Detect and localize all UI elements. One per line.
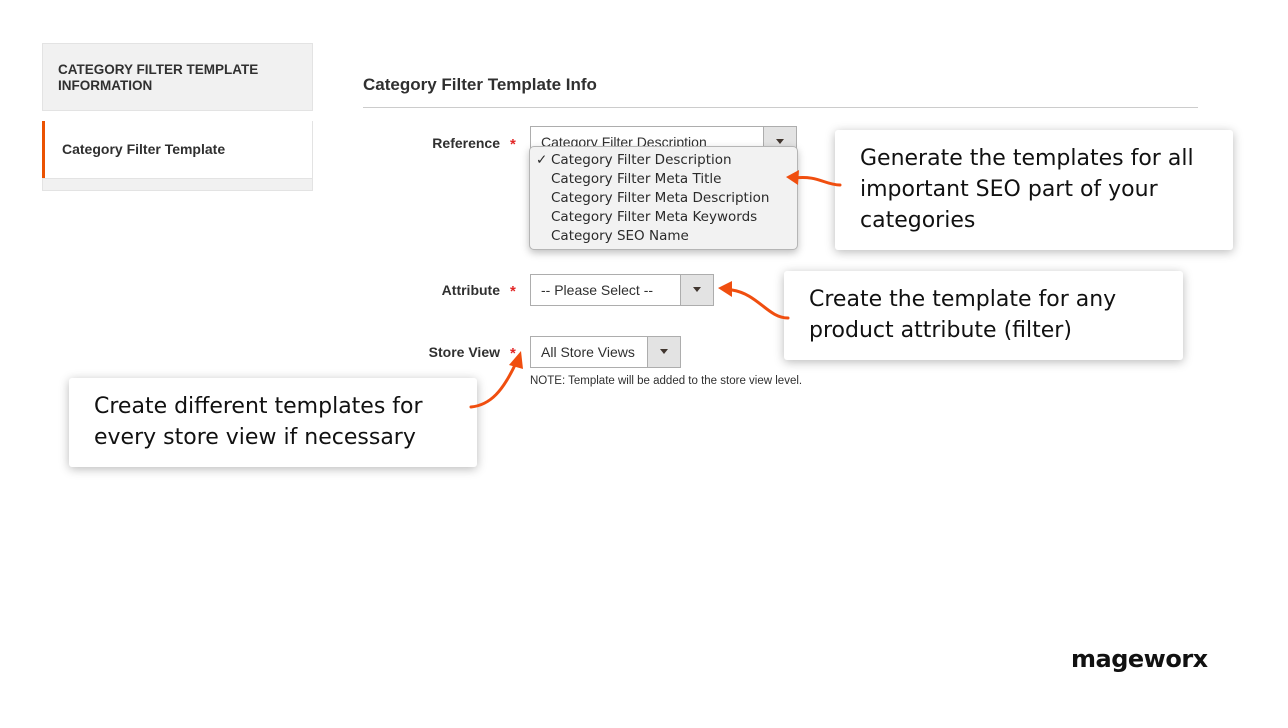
mageworx-logo: mageworx — [1071, 645, 1208, 673]
attribute-required-mark: * — [510, 283, 516, 300]
dropdown-option-category-filter-description[interactable]: ✓ Category Filter Description — [530, 151, 797, 170]
callout-attribute-arrow-icon — [718, 281, 790, 320]
store-view-select-value: All Store Views — [541, 344, 635, 360]
callout-store-view-arrow-icon — [469, 351, 523, 409]
sidebar-footer — [42, 178, 313, 191]
store-view-note: NOTE: Template will be added to the stor… — [530, 375, 803, 387]
store-view-label: Store View — [428, 344, 500, 360]
reference-label: Reference — [432, 135, 500, 151]
dropdown-option-label: Category Filter Meta Description — [551, 190, 770, 206]
attribute-select[interactable]: -- Please Select -- — [530, 274, 714, 306]
callout-reference: Generate the templates for all important… — [835, 130, 1233, 250]
chevron-down-icon — [776, 139, 784, 144]
reference-dropdown-menu: ✓ Category Filter Description Category F… — [529, 146, 798, 250]
sidebar-gap — [42, 111, 313, 121]
checkmark-icon: ✓ — [536, 152, 548, 168]
attribute-select-toggle[interactable] — [680, 275, 713, 305]
callout-reference-arrow-icon — [786, 170, 842, 187]
section-divider — [363, 107, 1198, 108]
callout-attribute: Create the template for any product attr… — [784, 271, 1183, 360]
section-title: Category Filter Template Info — [363, 75, 597, 94]
reference-required-mark: * — [510, 136, 516, 153]
sidebar-item-category-filter-template[interactable]: Category Filter Template — [42, 121, 313, 178]
callout-store-view: Create different templates for every sto… — [69, 378, 477, 467]
store-view-select[interactable]: All Store Views — [530, 336, 681, 368]
dropdown-option-label: Category Filter Description — [551, 152, 732, 168]
dropdown-option-category-filter-meta-description[interactable]: Category Filter Meta Description — [530, 189, 797, 208]
chevron-down-icon — [660, 349, 668, 354]
attribute-label: Attribute — [441, 282, 500, 298]
dropdown-option-category-filter-meta-keywords[interactable]: Category Filter Meta Keywords — [530, 208, 797, 227]
dropdown-option-category-seo-name[interactable]: Category SEO Name — [530, 227, 797, 246]
dropdown-option-label: Category SEO Name — [551, 228, 689, 244]
store-view-select-toggle[interactable] — [647, 337, 680, 367]
sidebar: CATEGORY FILTER TEMPLATE INFORMATION Cat… — [42, 43, 313, 191]
dropdown-option-label: Category Filter Meta Title — [551, 171, 722, 187]
chevron-down-icon — [693, 287, 701, 292]
store-view-required-mark: * — [510, 345, 516, 362]
dropdown-option-label: Category Filter Meta Keywords — [551, 209, 758, 225]
sidebar-header: CATEGORY FILTER TEMPLATE INFORMATION — [42, 43, 313, 111]
attribute-select-value: -- Please Select -- — [541, 282, 654, 298]
dropdown-option-category-filter-meta-title[interactable]: Category Filter Meta Title — [530, 170, 797, 189]
